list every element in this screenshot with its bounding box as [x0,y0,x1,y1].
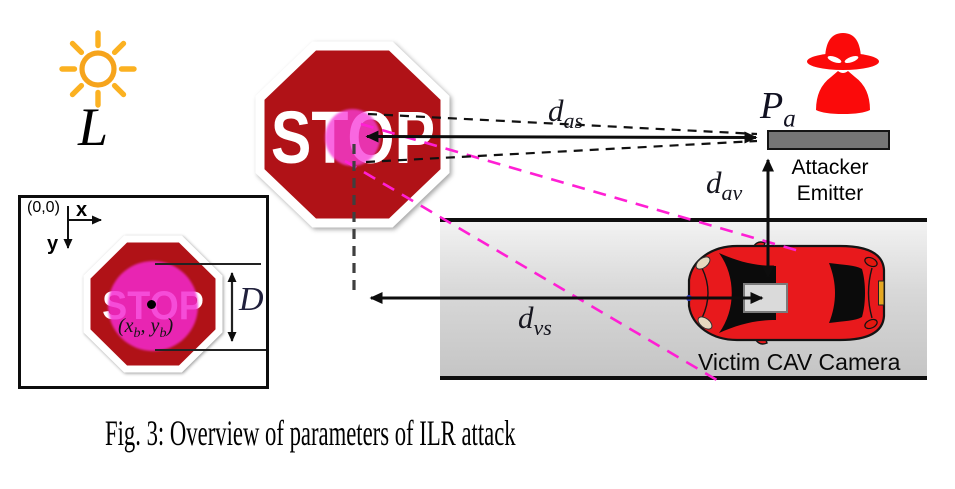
origin-label: (0,0) [27,199,60,216]
attacker-point-label: Pa [760,85,796,133]
spy-right-eye [844,55,859,64]
car-front-point [686,295,692,301]
victim-label: Victim CAV Camera [698,349,901,375]
distance-av-label: dav [706,165,743,206]
diameter-label: D [239,281,264,318]
x-axis-label: x [76,199,88,221]
sun-icon [59,30,137,108]
sun-rays [59,30,137,108]
blob-center-label: (xb, yb) [118,315,174,341]
car-rear-window [829,263,865,323]
attacker-spy-icon [807,33,879,114]
car-taillight-bottom [864,318,878,330]
y-axis-label: y [47,233,59,255]
attacker-emitter-label-line2: Emitter [796,181,864,205]
car-camera [743,283,788,313]
distance-vs-label: dvs [518,300,552,341]
inset-annotations [63,206,266,351]
blob-center-dot [147,300,156,309]
car-rear-strip [878,280,885,306]
car-taillight-top [864,256,878,268]
attacker-emitter-label-line1: Attacker [791,156,869,179]
attacker-emitter-label: Attacker Emitter [775,155,885,206]
distance-as-label: das [548,93,584,134]
figure-caption: Fig. 3: Overview of parameters of ILR at… [105,413,516,453]
sun-core [79,50,117,88]
light-source-label: L [78,97,109,157]
ilr-attack-blob [325,109,380,166]
inset-box: STOP (xb, yb) (0,0) x y D [18,195,269,389]
victim-car [686,241,886,345]
spy-left-eye [827,55,842,64]
